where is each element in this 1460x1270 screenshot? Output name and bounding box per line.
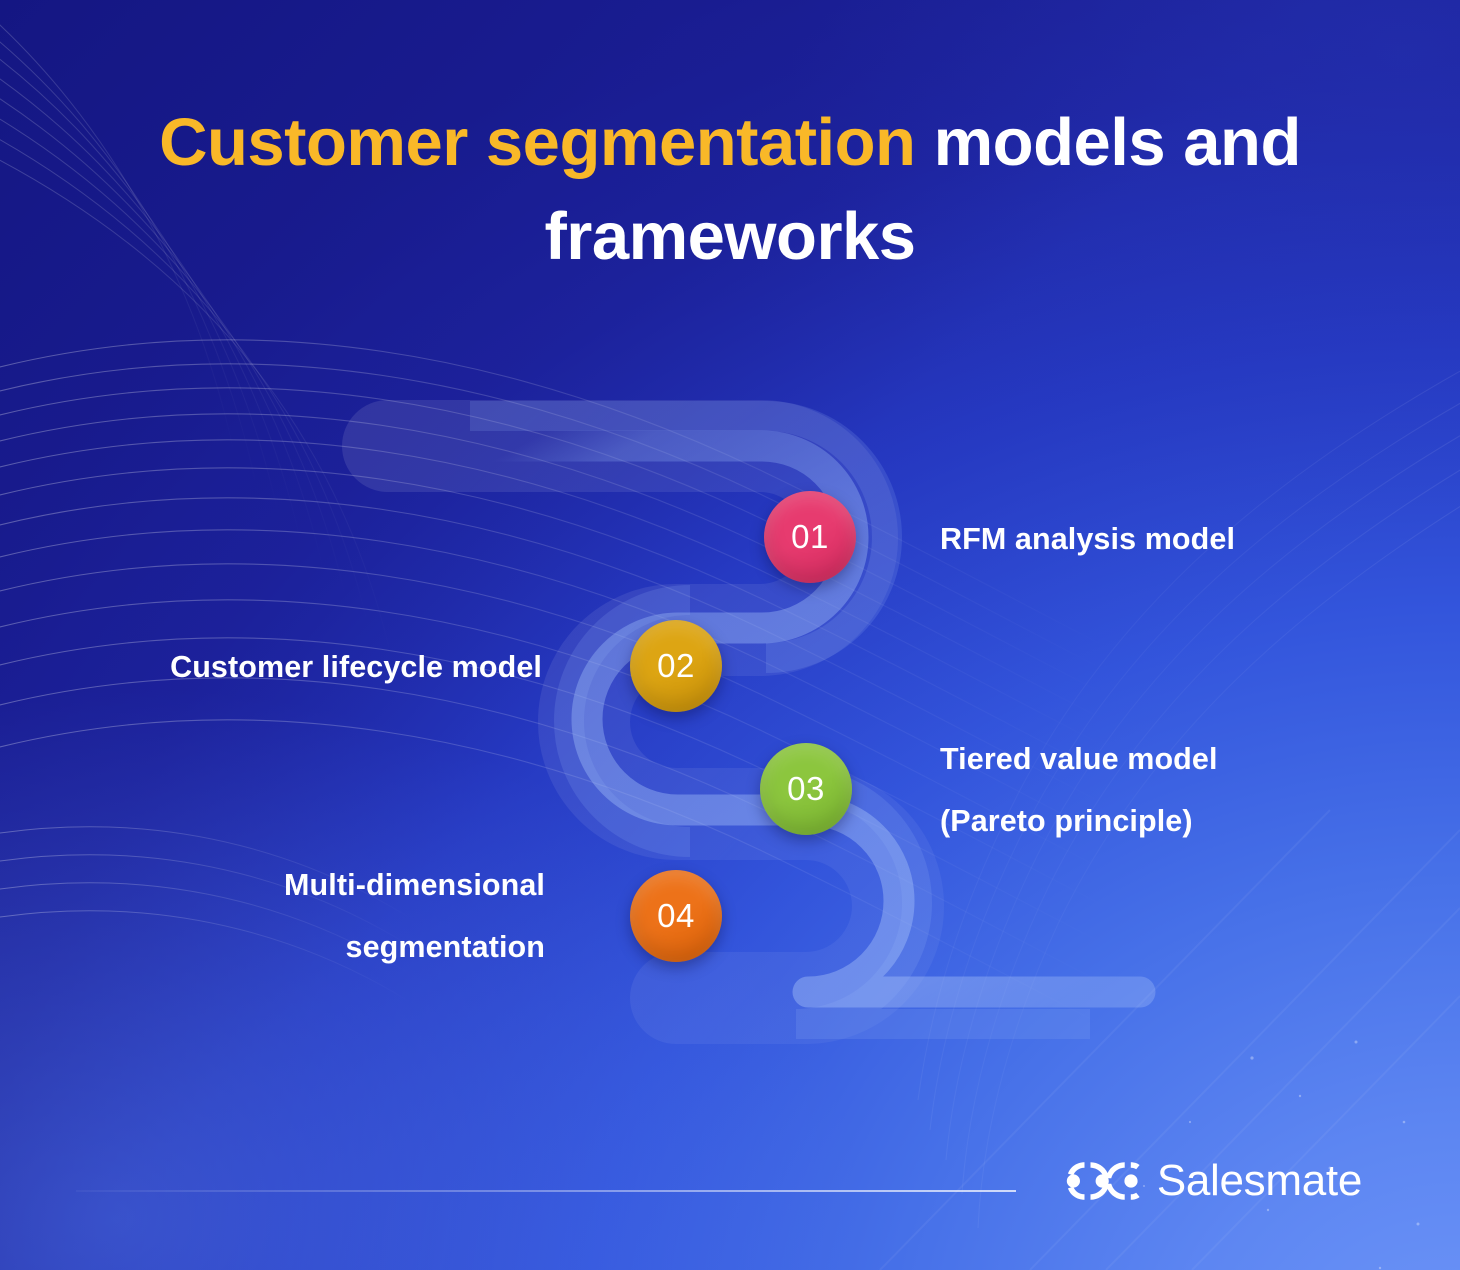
footer-divider bbox=[76, 1190, 1016, 1192]
step-number-badge-03[interactable]: 03 bbox=[760, 743, 852, 835]
step-number-03: 03 bbox=[787, 770, 825, 807]
page-title-line-1: Customer segmentation models and bbox=[0, 96, 1460, 190]
step-label-01: RFM analysis model bbox=[940, 522, 1236, 556]
step-number-badge-02[interactable]: 02 bbox=[630, 620, 722, 712]
step-number-badge-01[interactable]: 01 bbox=[764, 491, 856, 583]
step-label-04: Multi-dimensional segmentation bbox=[284, 868, 545, 964]
ribbon-accent-loop-1 bbox=[470, 401, 902, 673]
brand-logo[interactable]: Salesmate bbox=[1064, 1155, 1362, 1207]
page-title: Customer segmentation models and framewo… bbox=[0, 96, 1460, 284]
brand-name: Salesmate bbox=[1156, 1156, 1362, 1205]
step-number-01: 01 bbox=[791, 518, 829, 555]
page-title-accent: Customer segmentation bbox=[159, 105, 916, 180]
step-label-03: Tiered value model (Pareto principle) bbox=[940, 742, 1218, 838]
step-number-04: 04 bbox=[657, 897, 695, 934]
page-title-rest: models and bbox=[915, 105, 1302, 180]
page-title-line-2: frameworks bbox=[544, 199, 916, 274]
step-number-02: 02 bbox=[657, 647, 695, 684]
ribbon-accent-loop-3 bbox=[795, 767, 1090, 1039]
step-label-02: Customer lifecycle model bbox=[170, 650, 542, 684]
ribbon-accent-loop-2 bbox=[554, 585, 691, 857]
step-number-badge-04[interactable]: 04 bbox=[630, 870, 722, 962]
salesmate-logo-icon bbox=[1066, 1162, 1140, 1200]
